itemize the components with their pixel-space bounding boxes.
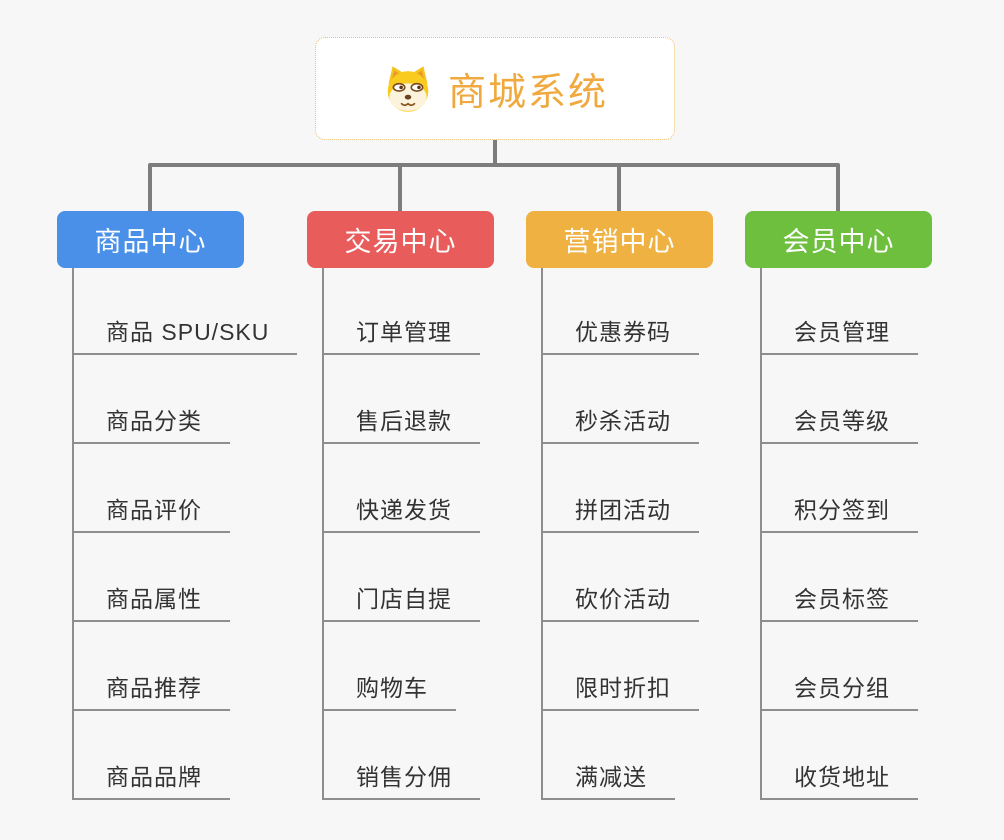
root-node-mall-system[interactable]: 商城系统	[315, 37, 675, 140]
leaf-node[interactable]: 砍价活动	[543, 533, 699, 622]
leaf-node[interactable]: 订单管理	[324, 268, 480, 355]
leaf-node[interactable]: 商品品牌	[74, 711, 230, 800]
connector-root-stem	[493, 140, 497, 165]
leaf-node[interactable]: 门店自提	[324, 533, 480, 622]
leaf-node[interactable]: 商品评价	[74, 444, 230, 533]
leaf-node[interactable]: 限时折扣	[543, 622, 699, 711]
leaf-node[interactable]: 商品分类	[74, 355, 230, 444]
root-title: 商城系统	[447, 72, 608, 114]
leaf-node[interactable]: 购物车	[324, 622, 456, 711]
leaf-node[interactable]: 商品推荐	[74, 622, 230, 711]
leaf-node[interactable]: 积分签到	[762, 444, 918, 533]
branch-node-product-center[interactable]: 商品中心	[57, 211, 244, 268]
branch-label: 会员中心	[782, 227, 895, 257]
branch-node-marketing-center[interactable]: 营销中心	[526, 211, 713, 268]
connector-drop-product	[148, 165, 152, 211]
leaf-node[interactable]: 快递发货	[324, 444, 480, 533]
branch-node-member-center[interactable]: 会员中心	[745, 211, 932, 268]
leaf-node[interactable]: 会员等级	[762, 355, 918, 444]
branch-children-trade: 订单管理 售后退款 快递发货 门店自提 购物车 销售分佣	[322, 268, 480, 800]
leaf-node[interactable]: 商品属性	[74, 533, 230, 622]
branch-label: 商品中心	[94, 227, 207, 257]
connector-drop-trade	[398, 165, 402, 211]
leaf-node[interactable]: 销售分佣	[324, 711, 480, 800]
branch-label: 交易中心	[344, 227, 457, 257]
leaf-node[interactable]: 会员管理	[762, 268, 918, 355]
branch-children-product: 商品 SPU/SKU 商品分类 商品评价 商品属性 商品推荐 商品品牌	[72, 268, 298, 800]
leaf-node[interactable]: 秒杀活动	[543, 355, 699, 444]
leaf-node[interactable]: 会员标签	[762, 533, 918, 622]
branch-children-member: 会员管理 会员等级 积分签到 会员标签 会员分组 收货地址	[760, 268, 918, 800]
leaf-node[interactable]: 会员分组	[762, 622, 918, 711]
leaf-node[interactable]: 商品 SPU/SKU	[74, 268, 298, 355]
connector-drop-member	[836, 165, 840, 211]
leaf-node[interactable]: 优惠券码	[543, 268, 699, 355]
leaf-node[interactable]: 收货地址	[762, 711, 918, 800]
branch-node-trade-center[interactable]: 交易中心	[307, 211, 494, 268]
leaf-node[interactable]: 拼团活动	[543, 444, 699, 533]
leaf-node[interactable]: 满减送	[543, 711, 675, 800]
branch-children-marketing: 优惠券码 秒杀活动 拼团活动 砍价活动 限时折扣 满减送	[541, 268, 699, 800]
dog-face-icon	[382, 64, 434, 114]
connector-drop-marketing	[617, 165, 621, 211]
leaf-node[interactable]: 售后退款	[324, 355, 480, 444]
connector-bus	[148, 163, 840, 167]
branch-label: 营销中心	[563, 227, 676, 257]
